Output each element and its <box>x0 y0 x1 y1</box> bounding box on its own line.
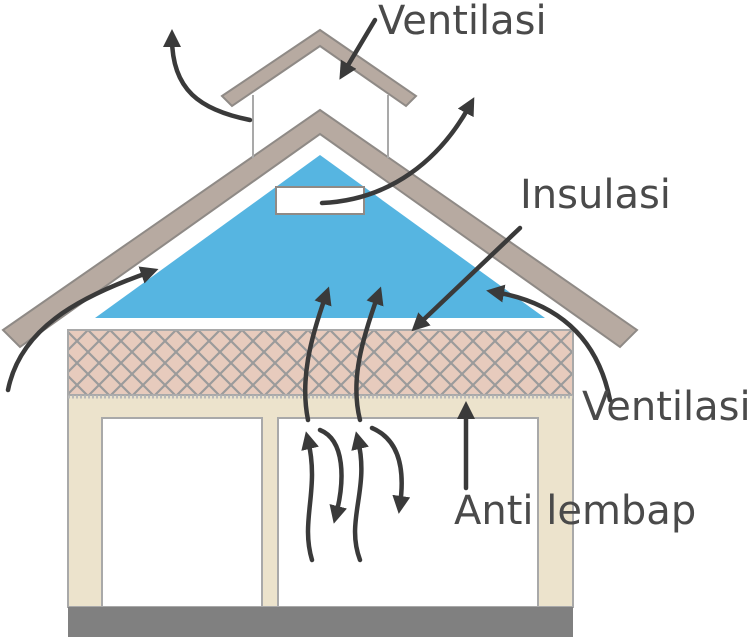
window-left <box>101 417 263 608</box>
arrow-cupola-exit <box>163 29 253 123</box>
airflow-arrows <box>5 17 613 563</box>
arrow-eave-left <box>5 266 159 393</box>
arrow-rise-2 <box>351 431 369 563</box>
pointer-insulation <box>411 225 523 332</box>
arrow-rise-1b <box>302 286 332 423</box>
roof <box>1 108 639 349</box>
cupola-roof <box>220 28 418 108</box>
attic-space <box>95 155 545 318</box>
arrow-rise-2b <box>354 286 384 423</box>
arrow-down-1 <box>317 427 347 524</box>
floor-base <box>68 607 573 637</box>
label-vent-right: Ventilasi <box>582 384 750 430</box>
pointer-vent-top <box>339 17 378 80</box>
label-insulation: Insulasi <box>520 172 671 218</box>
insulation-layer <box>67 329 574 396</box>
arrow-eave-right <box>486 284 613 403</box>
label-anti-moisture: Anti lembap <box>454 488 696 534</box>
arrow-down-2 <box>369 425 411 514</box>
arrow-gable-exit <box>319 97 475 206</box>
label-vent-top: Ventilasi <box>378 0 547 44</box>
arrow-rise-1 <box>301 431 319 563</box>
